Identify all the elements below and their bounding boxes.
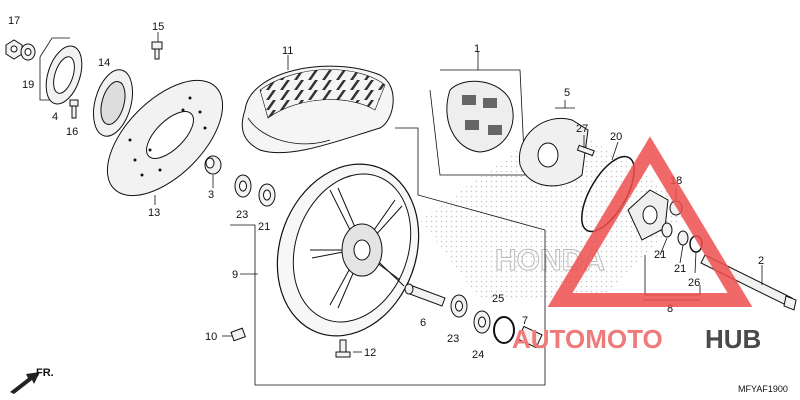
part-16-bolt[interactable]: [69, 99, 79, 119]
hub-plate[interactable]: [627, 189, 669, 241]
part-15-bolt[interactable]: [151, 41, 163, 60]
label-17[interactable]: 17: [8, 15, 20, 27]
part-24-bearing[interactable]: [234, 174, 252, 198]
label-9[interactable]: 9: [232, 269, 238, 281]
diagram-code: MFYAF1900: [738, 384, 788, 394]
part-4-plate[interactable]: [40, 42, 89, 109]
part-11-tire[interactable]: [241, 65, 394, 154]
label-1[interactable]: 1: [474, 43, 480, 55]
label-6[interactable]: 6: [420, 317, 426, 329]
front-direction-arrow: FR.: [10, 367, 54, 394]
label-4[interactable]: 4: [52, 111, 58, 123]
part-25-o-ring[interactable]: [493, 316, 515, 344]
label-20[interactable]: 20: [610, 131, 622, 143]
label-5[interactable]: 5: [564, 87, 570, 99]
label-13[interactable]: 13: [148, 207, 160, 219]
label-27[interactable]: 27: [576, 123, 588, 135]
label-21b[interactable]: 21: [674, 263, 686, 275]
label-12[interactable]: 12: [364, 347, 376, 359]
part-labels: 17 19 4 14 16 15 13 3 23 21 11 9 10 12 6…: [8, 15, 764, 361]
automotohub-watermark: AUTOMOTO HUB: [512, 136, 761, 354]
part-22-dust-seal[interactable]: [258, 183, 276, 207]
part-3-collar[interactable]: [204, 155, 222, 175]
watermark-text-left: AUTOMOTO: [512, 324, 663, 354]
label-2[interactable]: 2: [758, 255, 764, 267]
label-24[interactable]: 23: [236, 209, 248, 221]
part-19-washer[interactable]: [20, 43, 36, 61]
part-7-collar[interactable]: [517, 325, 543, 349]
part-14-bearing[interactable]: [87, 65, 139, 140]
part-23-bearing-b[interactable]: [473, 310, 491, 334]
part-9-wheel[interactable]: [254, 144, 442, 356]
label-3[interactable]: 3: [208, 189, 214, 201]
label-10[interactable]: 10: [205, 331, 217, 343]
label-23a[interactable]: 23: [447, 333, 459, 345]
part-21-washer-b[interactable]: [677, 230, 689, 246]
part-6-collar[interactable]: [404, 283, 446, 307]
leader-lines: [154, 32, 763, 353]
part-23-bearing-a[interactable]: [450, 294, 468, 318]
part-21-washer-a[interactable]: [661, 222, 673, 238]
watermark-text-right: HUB: [705, 324, 761, 354]
part-10-balance-weight[interactable]: [230, 327, 246, 342]
part-13-brake-disc[interactable]: [87, 60, 243, 216]
label-26[interactable]: 26: [688, 277, 700, 289]
label-23b[interactable]: 24: [472, 349, 484, 361]
part-5-driven-flange[interactable]: [519, 118, 589, 187]
part-17-nut[interactable]: [5, 39, 23, 60]
label-15[interactable]: 15: [152, 21, 164, 33]
label-22[interactable]: 21: [258, 221, 270, 233]
label-14[interactable]: 14: [98, 57, 110, 69]
watermark-triangle: [547, 136, 753, 307]
label-21a[interactable]: 21: [654, 249, 666, 261]
label-25[interactable]: 25: [492, 293, 504, 305]
label-11[interactable]: 11: [282, 45, 293, 57]
label-7[interactable]: 7: [522, 315, 528, 327]
part-1-damper-set[interactable]: [446, 80, 514, 153]
label-8[interactable]: 8: [667, 303, 673, 315]
part-27-stud[interactable]: [576, 144, 595, 157]
front-label: FR.: [36, 367, 54, 379]
label-16[interactable]: 16: [66, 126, 78, 138]
label-19[interactable]: 19: [22, 79, 34, 91]
part-12-valve[interactable]: [335, 339, 351, 358]
